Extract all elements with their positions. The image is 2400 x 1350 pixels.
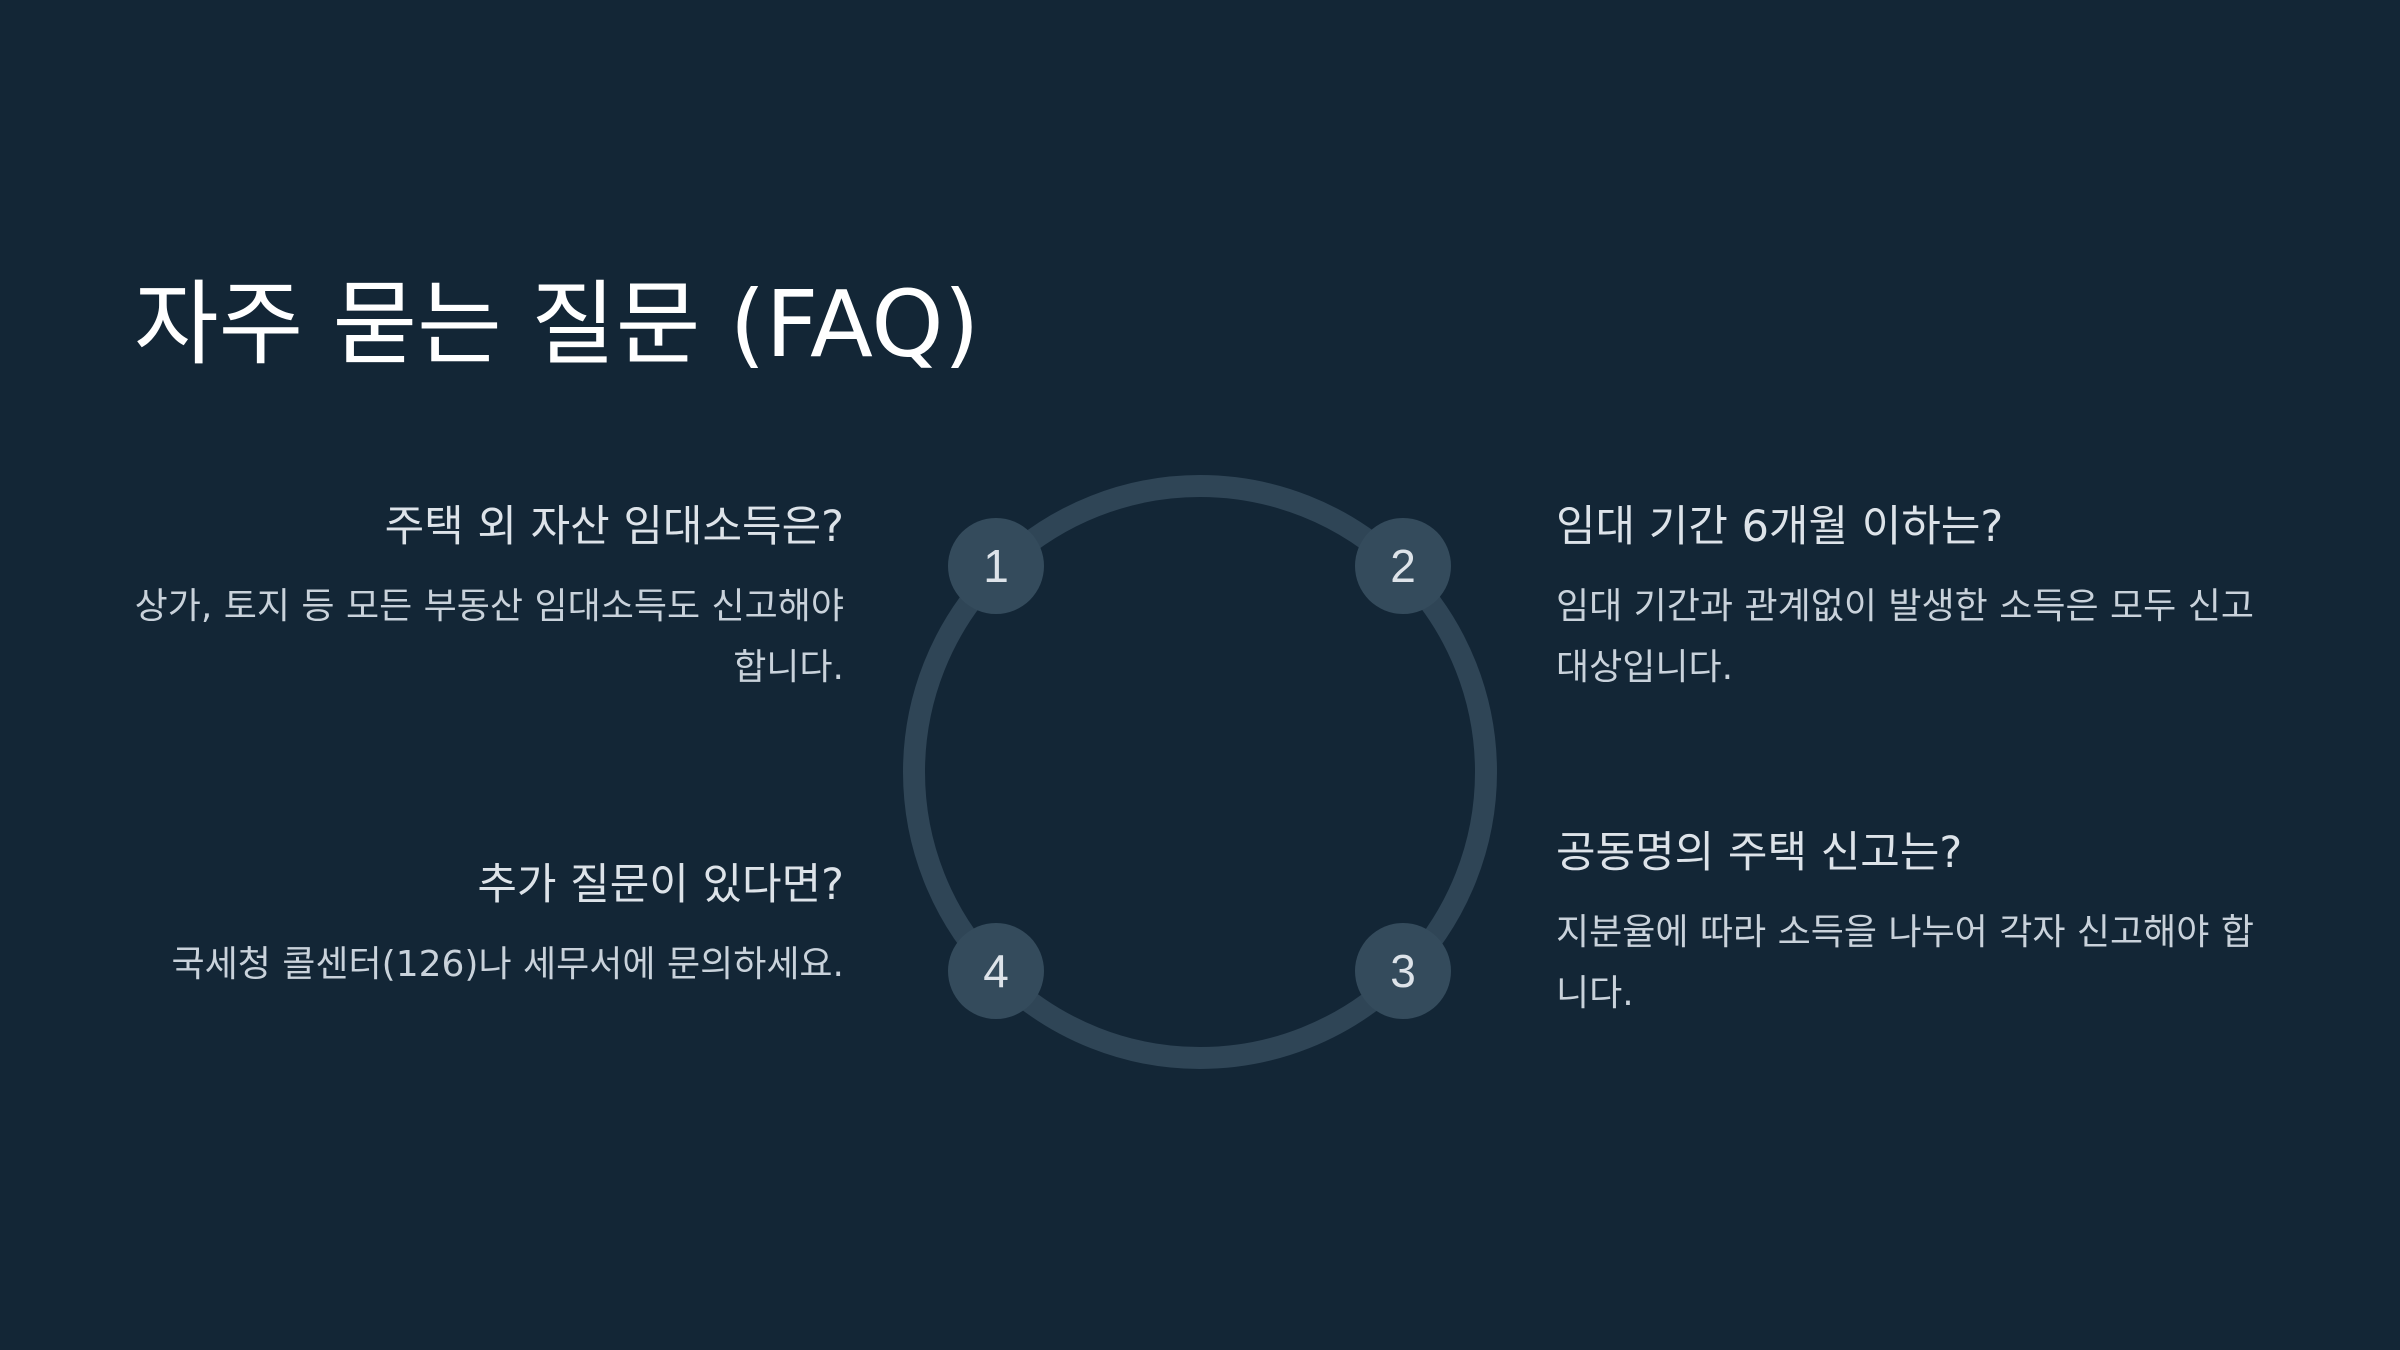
cycle-node-2: 2 <box>1355 518 1451 614</box>
faq-answer-1: 상가, 토지 등 모든 부동산 임대소득도 신고해야 합니다. <box>134 585 844 688</box>
cycle-node-4-circle <box>948 923 1044 1019</box>
faq-item-2: 임대 기간 6개월 이하는? 임대 기간과 관계없이 발생한 소득은 모두 신고… <box>1556 502 2276 698</box>
faq-item-4: 추가 질문이 있다면? 국세청 콜센터(126)나 세무서에 문의하세요. <box>124 860 845 995</box>
cycle-node-4-number: 4 <box>983 945 1009 997</box>
faq-answer-2: 임대 기간과 관계없이 발생한 소득은 모두 신고 대상입니다. <box>1556 585 2254 688</box>
page-title: 자주 묻는 질문 (FAQ) <box>134 271 980 378</box>
cycle-node-1-number: 1 <box>983 540 1009 592</box>
faq-answer-4: 국세청 콜센터(126)나 세무서에 문의하세요. <box>171 943 845 985</box>
cycle-node-4: 4 <box>948 923 1044 1019</box>
faq-question-3: 공동명의 주택 신고는? <box>1556 828 1963 878</box>
cycle-node-2-circle <box>1355 518 1451 614</box>
cycle-node-3: 3 <box>1355 923 1451 1019</box>
faq-item-1: 주택 외 자산 임대소득은? 상가, 토지 등 모든 부동산 임대소득도 신고해… <box>124 502 844 698</box>
cycle-node-1-circle <box>948 518 1044 614</box>
cycle-ring <box>903 475 1497 1069</box>
faq-question-2: 임대 기간 6개월 이하는? <box>1556 502 2004 552</box>
cycle-node-2-number: 2 <box>1390 540 1416 592</box>
cycle-node-3-number: 3 <box>1390 945 1416 997</box>
faq-item-3: 공동명의 주택 신고는? 지분율에 따라 소득을 나누어 각자 신고해야 합니다… <box>1556 828 2276 1024</box>
cycle-node-3-circle <box>1355 923 1451 1019</box>
faq-answer-3: 지분율에 따라 소득을 나누어 각자 신고해야 합니다. <box>1556 911 2254 1014</box>
cycle-node-1: 1 <box>948 518 1044 614</box>
faq-question-1: 주택 외 자산 임대소득은? <box>384 502 844 552</box>
faq-question-4: 추가 질문이 있다면? <box>477 860 844 910</box>
